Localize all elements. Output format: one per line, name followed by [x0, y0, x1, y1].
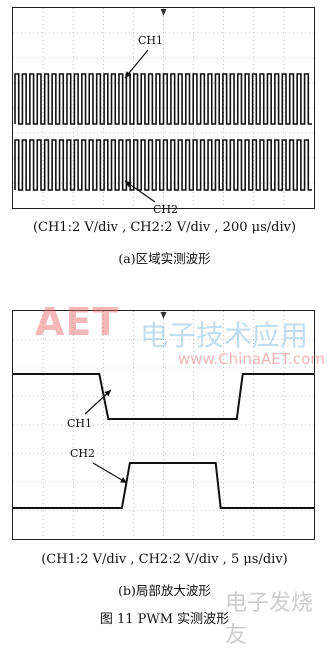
trigger-marker — [160, 312, 167, 319]
ch1-label: CH1 — [138, 34, 163, 47]
ch2-arrow — [92, 462, 128, 484]
arrow-head — [104, 390, 111, 397]
watermark-aet-logo: AET — [35, 300, 120, 344]
ch1-arrow — [124, 49, 149, 79]
watermark-elecfans: 电子发烧友 — [225, 591, 314, 648]
scale-params-b: (CH1:2 V/div , CH2:2 V/div , 5 μs/div) — [41, 552, 288, 567]
ch1-zoom-trace — [13, 373, 314, 420]
arrow-head — [125, 71, 132, 78]
ch1-arrow — [84, 389, 112, 415]
ch1-pwm-trace — [14, 73, 312, 125]
arrow-head — [120, 477, 127, 483]
watermark-chinese-logo: 电子技术应用 — [140, 319, 309, 352]
ch2-zoom-trace — [13, 462, 314, 509]
arrow-shaft — [92, 462, 128, 484]
subcaption-b: (b)局部放大波形 — [118, 583, 211, 598]
watermark-url: www.ChinaAET.com — [178, 350, 325, 368]
scale-params-a: (CH1:2 V/div , CH2:2 V/div , 200 μs/div) — [32, 220, 297, 235]
ch2-arrow — [124, 180, 156, 203]
figure-title: 图 11 PWM 实测波形 — [99, 612, 230, 627]
trigger-marker — [160, 9, 167, 16]
ch2-label: CH2 — [70, 447, 95, 460]
subcaption-a: (a)区域实测波形 — [118, 251, 211, 266]
ch2-label: CH2 — [153, 203, 178, 216]
arrow-head — [125, 181, 132, 188]
ch2-pwm-trace — [14, 139, 312, 191]
ch1-label: CH1 — [67, 417, 92, 430]
